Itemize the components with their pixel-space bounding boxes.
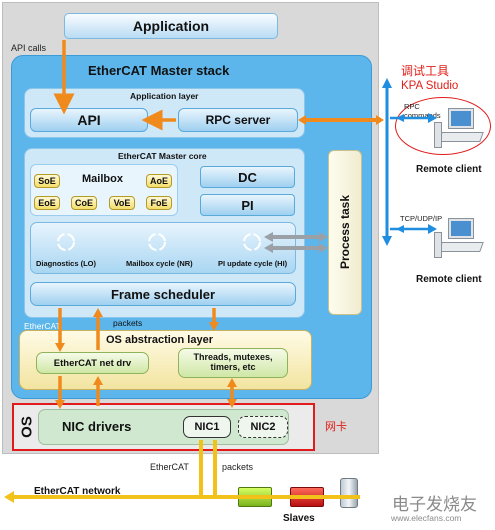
highlight-ellipse [395,97,491,155]
frame-scheduler-box: Frame scheduler [30,282,296,306]
eoe-label: EoE [38,198,56,208]
watermark-logo: 电子发烧友 [392,495,477,515]
soe-box: SoE [34,174,60,188]
foe-label: FoE [150,198,168,208]
tcp-label: TCP/UDP/IP [400,214,443,223]
soe-label: SoE [38,176,56,186]
aoe-box: AoE [146,174,172,188]
remote-client-2-label: Remote client [416,274,482,285]
process-task-label: Process task [338,194,352,270]
application-label: Application [132,18,210,34]
kpa-studio-annotation: KPA Studio [401,80,459,92]
watermark-url: www.elecfans.com [391,513,462,523]
master-stack-title: EtherCAT Master stack [88,63,230,78]
application-box: Application [64,13,278,39]
coe-box: CoE [71,196,97,210]
ethercat-label-stack: EtherCAT [24,321,61,331]
os-label: OS [18,416,36,438]
api-label: API [77,112,101,128]
cycle-mailbox-label: Mailbox cycle (NR) [126,259,193,268]
cycle-pi-update-label: PI update cycle (HI) [218,259,288,268]
nic-cn-annotation: 网卡 [325,421,347,433]
remote-client-1-icon [434,108,486,152]
packets-label-bottom: packets [222,462,254,472]
mailbox-title: Mailbox [82,173,123,185]
slave-3-icon [340,478,358,508]
osal-title: OS abstraction layer [106,334,213,346]
coe-label: CoE [75,198,93,208]
rpc-server-box: RPC server [178,108,298,132]
api-box: API [30,108,148,132]
master-core-title: EtherCAT Master core [118,151,207,161]
remote-client-1-label: Remote client [416,164,482,175]
rpc-server-label: RPC server [205,113,271,127]
pi-label: PI [241,197,254,213]
slave-1-icon [238,487,272,507]
foe-box: FoE [146,196,172,210]
nic2-box: NIC2 [238,416,288,438]
dc-label: DC [238,169,257,185]
voe-box: VoE [109,196,135,210]
voe-label: VoE [113,198,131,208]
ethercat-label-bottom: EtherCAT [150,462,189,472]
remote-client-2-icon [434,218,486,262]
ethercat-network-label: EtherCAT network [34,486,121,497]
dc-box: DC [200,166,295,188]
rpc-commands-label: RPC commands [404,102,441,120]
nic2-label: NIC2 [250,421,276,433]
api-calls-label: API calls [11,43,47,53]
eoe-box: EoE [34,196,60,210]
threads-label: Threads, mutexes, timers, etc [193,352,273,372]
nic-drivers-label: NIC drivers [62,419,132,434]
nic1-label: NIC1 [194,421,220,433]
nic1-box: NIC1 [183,416,231,438]
pi-box: PI [200,194,295,216]
aoe-label: AoE [150,176,168,186]
slaves-label: Slaves [283,513,315,524]
process-task-box [328,150,362,315]
net-drv-label: EtherCAT net drv [53,357,132,369]
net-drv-box: EtherCAT net drv [36,352,149,374]
cycle-diagnostics-label: Diagnostics (LO) [36,259,97,268]
slave-2-icon [290,487,324,507]
application-layer-title: Application layer [130,91,199,101]
threads-box: Threads, mutexes, timers, etc [178,348,288,378]
frame-scheduler-label: Frame scheduler [110,286,216,302]
packets-label-stack: packets [113,318,143,328]
tool-cn-annotation: 调试工具 [401,64,450,78]
